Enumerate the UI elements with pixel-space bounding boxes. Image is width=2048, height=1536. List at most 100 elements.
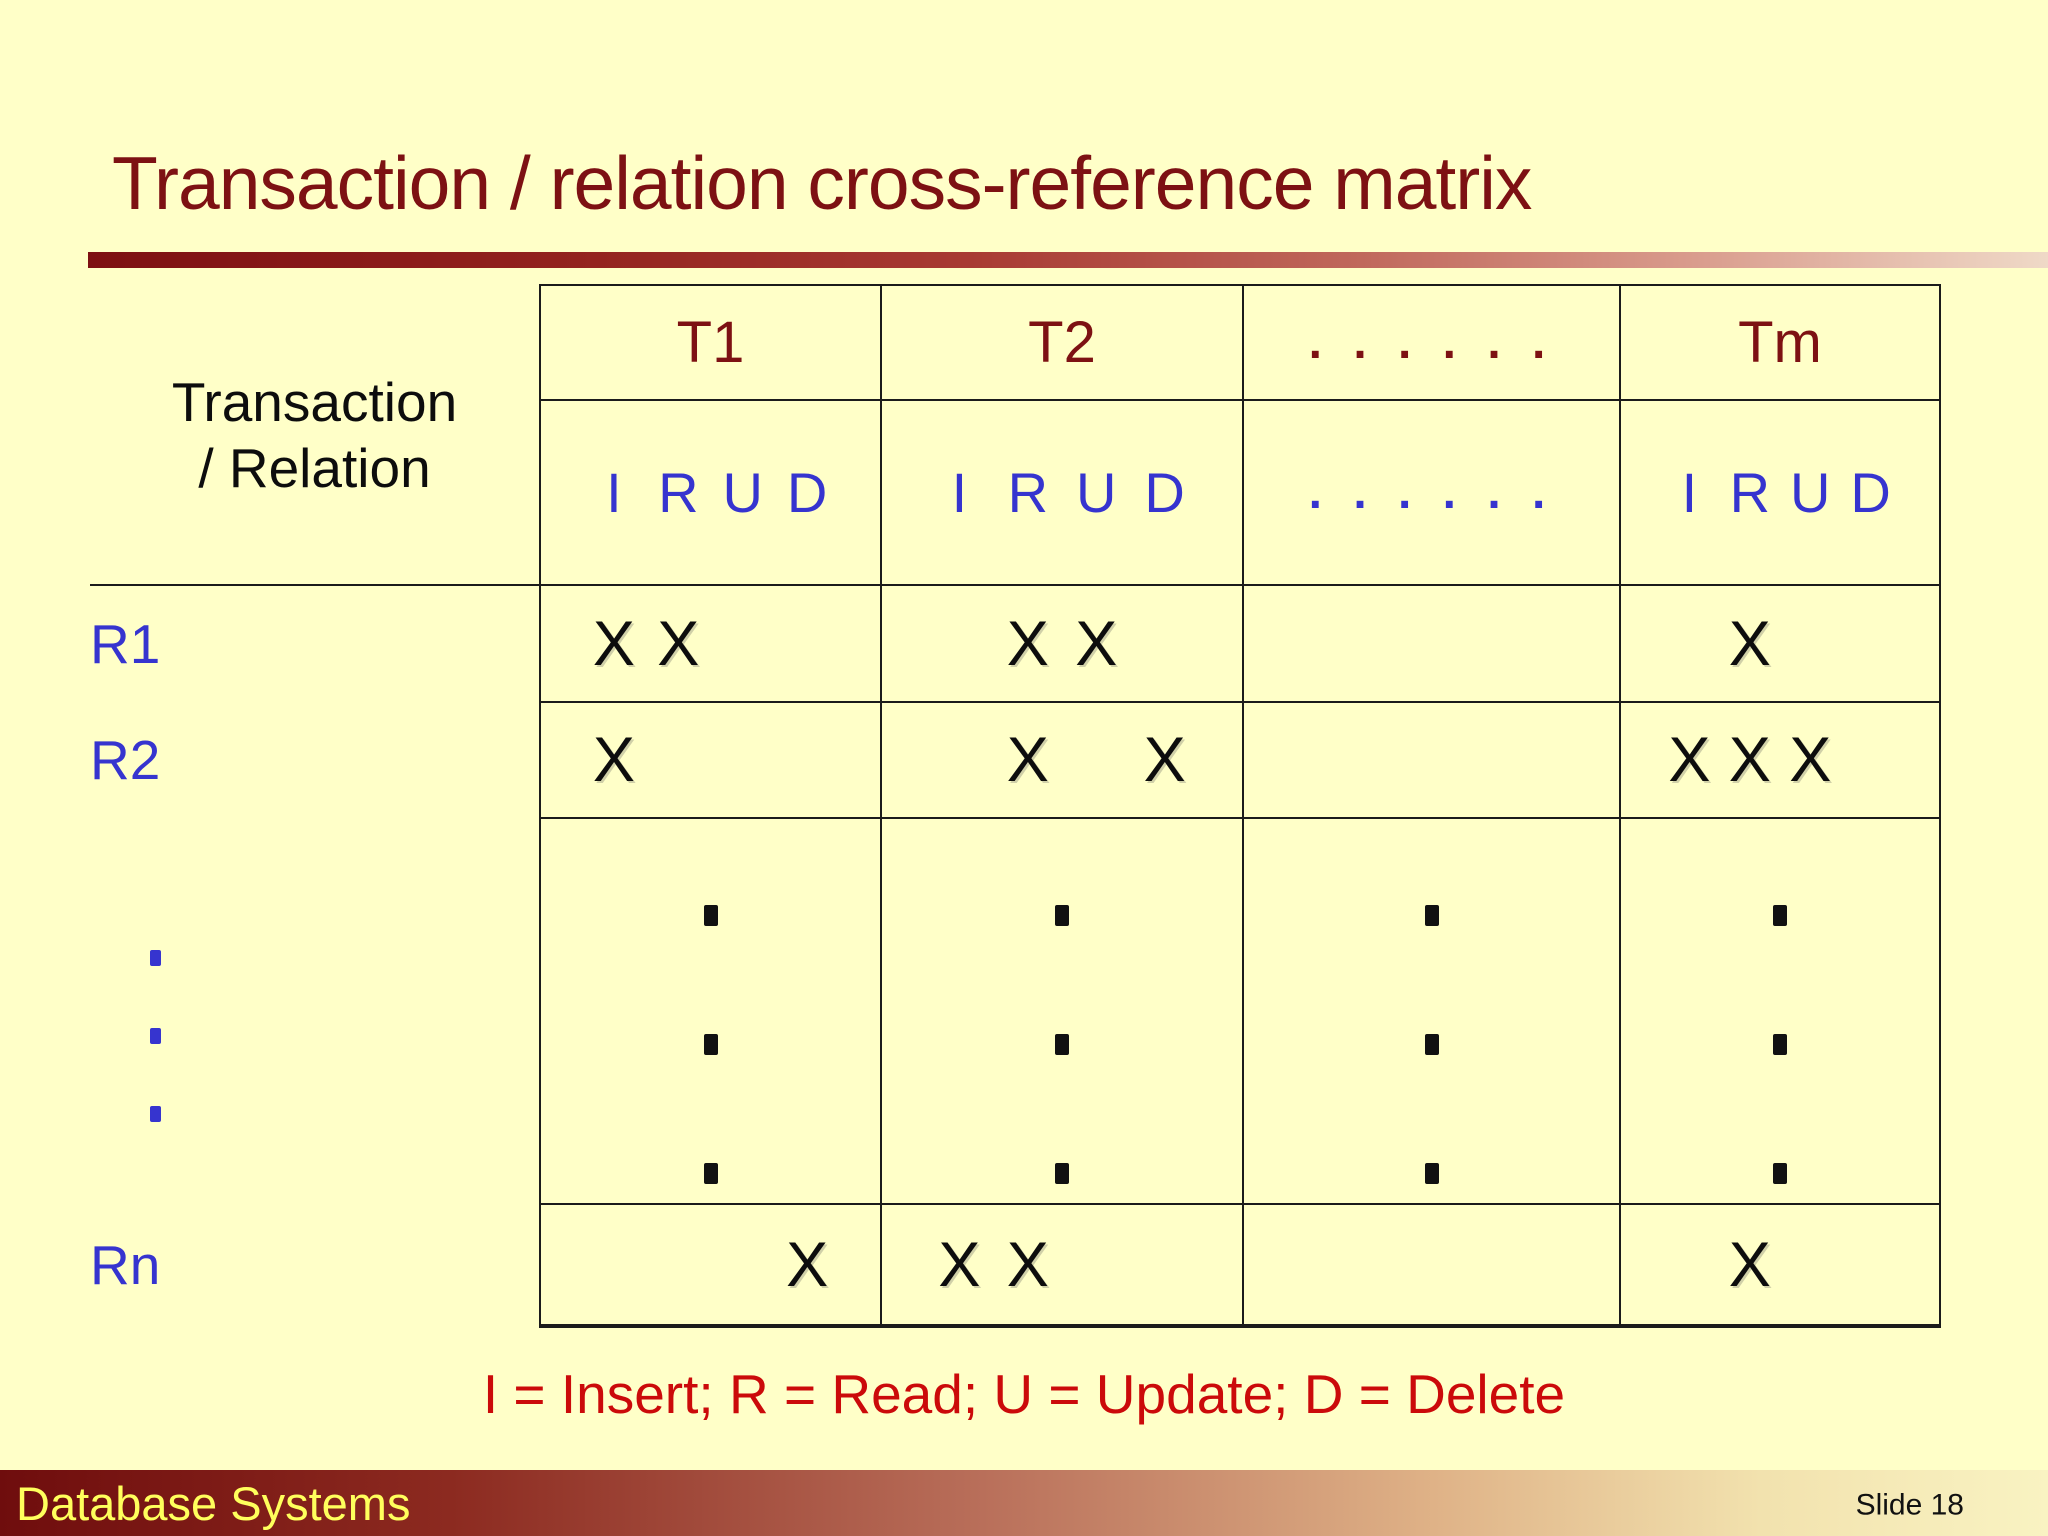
blue-dot [150, 1028, 161, 1044]
op-letter-U: U [1075, 461, 1117, 524]
matrix-cell-R2-T1: X [539, 701, 882, 819]
black-dot [703, 904, 718, 926]
footer-bar: Database Systems Slide 18 [0, 1470, 2048, 1536]
x-mark-I: X [1668, 725, 1711, 795]
black-dot [1773, 1162, 1787, 1184]
ops-header-dots: . . . . . . [1242, 399, 1621, 586]
continuation-dot-stack [1244, 839, 1619, 1184]
corner-label-line1: Transaction [171, 370, 458, 433]
black-dot [1424, 904, 1439, 926]
black-dot [1055, 1162, 1069, 1184]
legend-text: I = Insert; R = Read; U = Update; D = De… [482, 1363, 1566, 1425]
title-underline-bar [88, 252, 2048, 268]
x-mark-R: X [1006, 1229, 1049, 1300]
x-mark-I: X [592, 608, 635, 679]
x-mark-I: X [938, 1229, 981, 1300]
matrix-cell-dots-T2 [880, 817, 1244, 1205]
mark-slots: X [1621, 608, 1939, 680]
matrix-cell-Rn-T1: X [539, 1203, 882, 1328]
column-header-Tm: Tm [1619, 284, 1941, 401]
matrix-cell-dots-dots [1242, 817, 1621, 1205]
x-mark-R: X [1728, 725, 1771, 795]
x-mark-U: X [1789, 725, 1832, 795]
matrix-cell-dots-T1 [539, 817, 882, 1205]
slide-title: Transaction / relation cross-reference m… [112, 141, 1532, 225]
black-dot [1773, 1033, 1787, 1055]
column-header-T2: T2 [880, 284, 1244, 401]
column-header-dots: . . . . . . [1242, 284, 1621, 401]
op-letter-D: D [1850, 461, 1891, 524]
x-mark-R: X [1006, 608, 1049, 679]
corner-label-line2: / Relation [198, 436, 431, 499]
row-label-dot-stack [90, 900, 539, 1122]
black-dot [703, 1033, 718, 1055]
x-mark-R: X [657, 608, 700, 679]
mark-slots: X [1621, 1229, 1939, 1301]
continuation-dot-stack [541, 839, 880, 1184]
matrix-cell-R2-dots [1242, 701, 1621, 819]
op-letter-I: I [951, 461, 968, 524]
footer-course-title: Database Systems [16, 1476, 411, 1530]
column-header-T1: T1 [539, 284, 882, 401]
x-mark-R: X [1728, 1229, 1771, 1300]
black-dot [1424, 1162, 1439, 1184]
black-dot [1773, 904, 1787, 926]
slide-number: Slide 18 [1855, 1488, 1964, 1522]
matrix-cell-dots-Tm [1619, 817, 1941, 1205]
row-label-R1: R1 [90, 613, 161, 675]
op-letter-I: I [1681, 461, 1698, 524]
blue-dot [150, 950, 161, 966]
op-letter-U: U [1789, 461, 1831, 524]
op-letter-D: D [1144, 461, 1185, 524]
matrix-cell-R1-dots [1242, 584, 1621, 703]
corner-header-transaction-relation: Transaction/ Relation [90, 285, 540, 586]
mark-slots: X [541, 1229, 880, 1301]
x-mark-I: X [592, 725, 635, 795]
x-mark-R: X [1728, 608, 1771, 679]
black-dot [703, 1162, 718, 1184]
black-dot [1424, 1033, 1439, 1055]
black-dot [1055, 904, 1069, 926]
op-letter-R: R [1007, 461, 1049, 524]
matrix-cell-Rn-dots [1242, 1203, 1621, 1328]
op-letter-R: R [1729, 461, 1771, 524]
row-label-R2: R2 [90, 729, 161, 791]
x-mark-D: X [786, 1229, 829, 1300]
matrix-continuation-row [90, 817, 1941, 1205]
blue-dot [150, 1106, 161, 1122]
x-mark-D: X [1143, 725, 1186, 795]
matrix-cell-R1-Tm: X [1619, 584, 1941, 703]
row-label-Rn: Rn [90, 1234, 161, 1296]
continuation-dot-stack [1621, 839, 1939, 1184]
x-mark-U: X [1075, 608, 1118, 679]
x-mark-R: X [1006, 725, 1049, 795]
op-letter-U: U [722, 461, 763, 524]
op-letter-D: D [786, 461, 828, 524]
matrix-cell-Rn-Tm: X [1619, 1203, 1941, 1328]
op-letter-I: I [606, 461, 622, 524]
black-dot [1055, 1033, 1069, 1055]
mark-slots: X [541, 724, 880, 796]
row-label-dots [90, 818, 540, 1204]
